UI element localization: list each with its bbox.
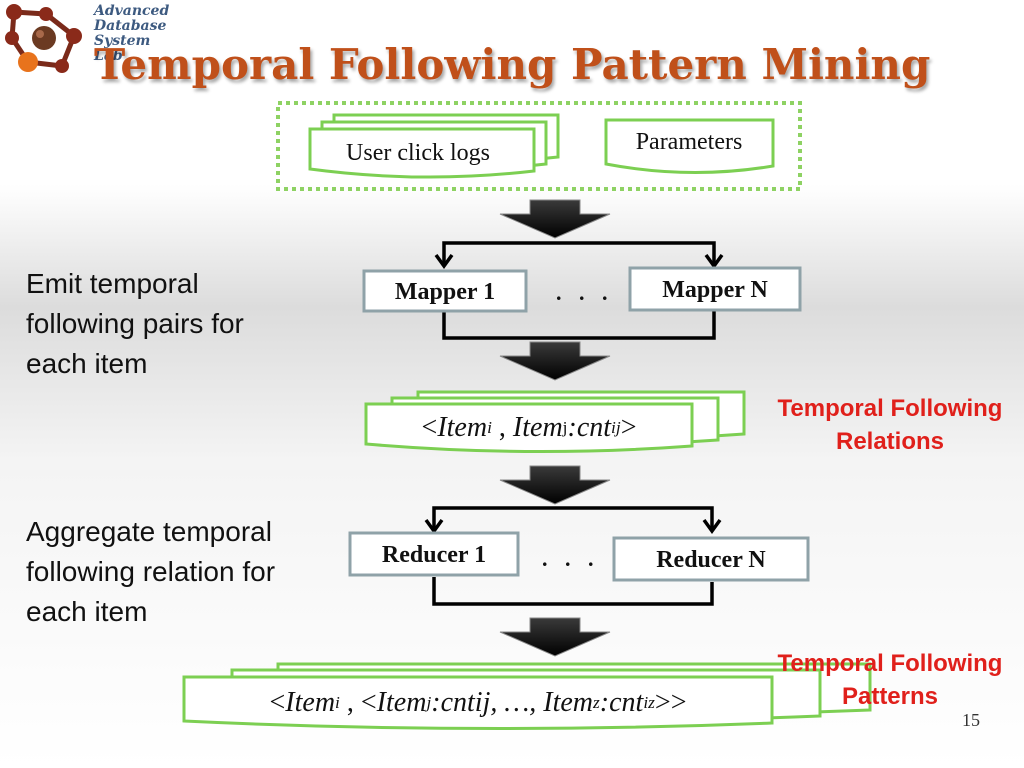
pairs-cnt: :cnt (567, 412, 612, 443)
mapperN-box (628, 266, 802, 312)
lab-logo-text: Advanced Database System Lab (94, 4, 204, 64)
pairs-sep: , (491, 412, 513, 443)
mapper-1-label: Mapper 1 (394, 278, 496, 305)
map-desc-line-3: each item (26, 348, 148, 379)
agg-cnt: :cnt (599, 687, 644, 718)
mapper-split-connector (442, 241, 716, 263)
reducer-split-connector (432, 506, 714, 528)
mapper-ellipsis: . . . (556, 280, 614, 305)
logo-line-4: Lab (94, 48, 123, 64)
reducerN-box (612, 536, 810, 582)
reducer-1-label: Reducer 1 (381, 541, 487, 568)
agg-mid2: :cntij, …, (431, 687, 544, 718)
patterns-label: Temporal Following Patterns (752, 647, 1024, 713)
reduce-desc-line-1: Aggregate temporal (26, 516, 272, 547)
reducer-merge-connector (432, 577, 714, 606)
agg-open: < (269, 687, 286, 718)
parameters-document (604, 118, 775, 175)
agg-mid1: , < (339, 687, 377, 718)
mapper1-arrowhead (434, 253, 454, 269)
map-desc-line-2: following pairs for (26, 308, 244, 339)
pairs-item-j: Item (512, 412, 563, 443)
user-click-logs-label: User click logs (346, 139, 490, 166)
relations-label-line-1: Temporal Following (777, 395, 1003, 422)
reducerN-arrowhead (702, 518, 722, 534)
mapper1-box (362, 269, 528, 313)
map-desc-line-1: Emit temporal (26, 268, 199, 299)
logo-line-3: System (94, 33, 151, 49)
page-number: 15 (962, 710, 980, 730)
flow-arrow-2 (499, 341, 611, 381)
reduce-desc-line-3: each item (26, 596, 148, 627)
relations-label: Temporal Following Relations (752, 392, 1024, 458)
flow-arrow-3 (499, 465, 611, 505)
reducer-n-label: Reducer N (656, 546, 766, 573)
mapper-n-label: Mapper N (662, 276, 768, 303)
lab-logo-icon (5, 4, 82, 73)
reduce-step-description: Aggregate temporal following relation fo… (26, 512, 275, 632)
pairs-document-stack (364, 390, 746, 454)
agg-item-z: Item (543, 687, 594, 718)
mapper-merge-connector (442, 308, 716, 340)
flow-arrow-4 (499, 617, 611, 657)
agg-close: >> (654, 687, 687, 718)
reduce-desc-line-2: following relation for (26, 556, 276, 587)
parameters-label: Parameters (635, 128, 743, 155)
pairs-item-i: Item (437, 412, 488, 443)
patterns-document-stack (182, 662, 872, 731)
logo-line-1: Advanced (94, 3, 170, 19)
patterns-label-line-2: Patterns (841, 683, 939, 710)
reducer-ellipsis: . . . (542, 546, 600, 571)
reducer1-arrowhead (424, 518, 444, 534)
agg-item-j: Item (376, 687, 427, 718)
pairs-close: > (620, 412, 637, 443)
slide-title: Temporal Following Pattern Mining (94, 40, 931, 89)
logs-document-stack (308, 113, 560, 179)
patterns-label-line-1: Temporal Following (777, 650, 1003, 677)
pairs-open: < (421, 412, 438, 443)
flow-arrow-1 (499, 199, 611, 239)
reducer1-box (348, 531, 520, 577)
agg-item-i: Item (285, 687, 336, 718)
logo-line-2: Database (94, 18, 167, 34)
map-step-description: Emit temporal following pairs for each i… (26, 264, 244, 384)
mapperN-arrowhead (704, 253, 724, 269)
relations-label-line-2: Relations (835, 428, 945, 455)
